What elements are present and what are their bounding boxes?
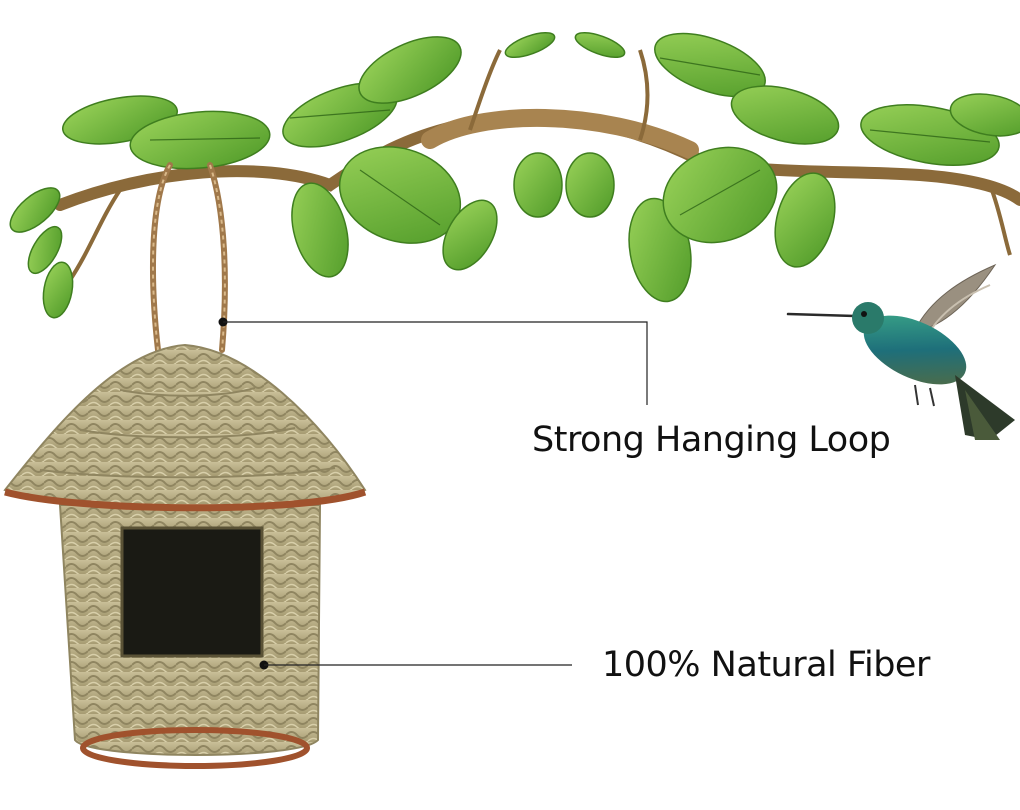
callout-natural-fiber: 100% Natural Fiber bbox=[602, 645, 930, 685]
hanging-loop-icon bbox=[150, 162, 228, 353]
branch-with-leaves-icon bbox=[9, 31, 1020, 319]
hummingbird-icon bbox=[786, 263, 1015, 440]
callout-line-loop bbox=[223, 321, 648, 405]
woven-straw-birdhouse-icon bbox=[3, 343, 367, 769]
callout-lines bbox=[218, 317, 648, 670]
callout-hanging-loop: Strong Hanging Loop bbox=[532, 420, 891, 460]
